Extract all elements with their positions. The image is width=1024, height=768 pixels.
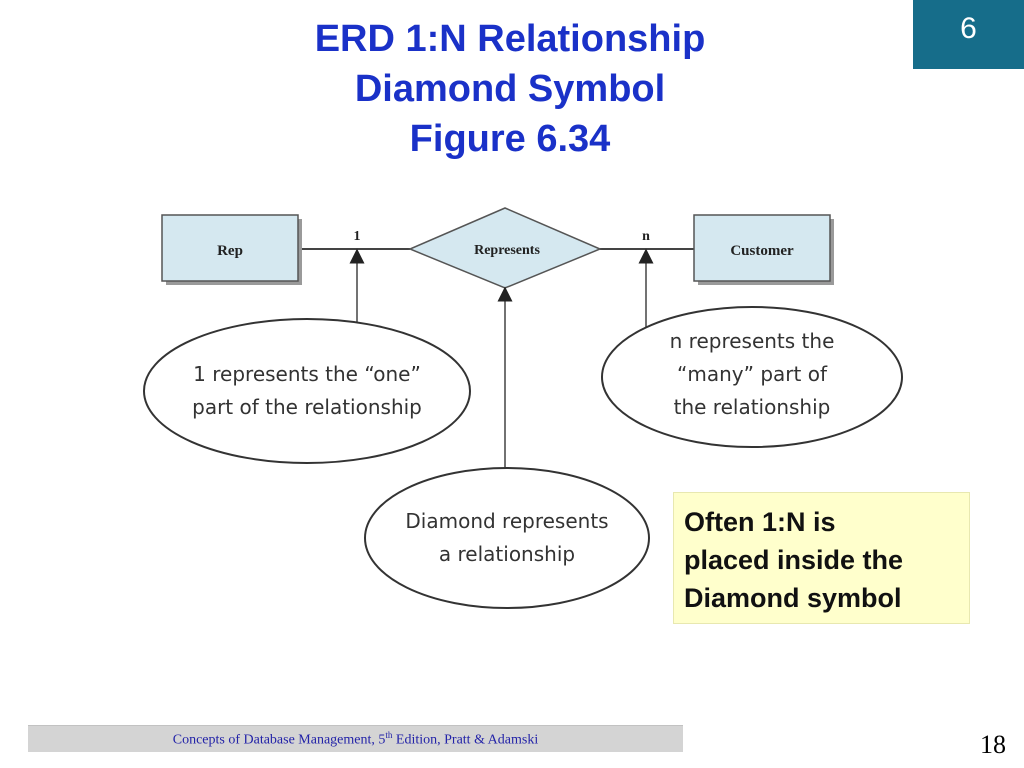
entity-customer-label: Customer <box>730 243 794 259</box>
footer-bar: Concepts of Database Management, 5th Edi… <box>28 725 683 752</box>
note-one-ellipse <box>143 318 471 464</box>
note-many-line-3: the relationship <box>674 395 831 419</box>
entity-rep-box <box>161 214 299 282</box>
note-one-line-1: 1 represents the “one” <box>193 362 421 386</box>
note-one-line-2: part of the relationship <box>192 395 422 419</box>
callout-line-1: Often 1:N is <box>684 507 836 537</box>
cardinality-one: 1 <box>354 229 361 244</box>
footer-text-rest: Edition, Pratt & Adamski <box>392 732 539 748</box>
footer-text-main: Concepts of Database Management, 5 <box>172 732 386 748</box>
slide-title: ERD 1:N Relationship Diamond Symbol Figu… <box>200 14 820 164</box>
footer-superscript: th <box>385 729 393 740</box>
callout-box: Often 1:N is placed inside the Diamond s… <box>673 492 970 624</box>
chapter-badge: 6 <box>913 0 1024 69</box>
entity-customer-box <box>693 214 831 282</box>
note-diamond-line-1: Diamond represents <box>405 509 608 533</box>
footer-text: Concepts of Database Management, 5th Edi… <box>173 730 539 749</box>
callout-line-3: Diamond symbol <box>684 583 902 613</box>
cardinality-many: n <box>642 229 650 244</box>
chapter-number: 6 <box>960 12 977 45</box>
note-many-ellipse <box>601 306 903 448</box>
title-line-2: Diamond Symbol <box>354 68 666 110</box>
entity-rep-label: Rep <box>217 243 243 259</box>
relationship-label: Represents <box>474 243 540 258</box>
note-diamond-line-2: a relationship <box>439 542 575 566</box>
note-diamond-ellipse <box>364 467 650 609</box>
note-many-line-2: “many” part of <box>677 362 828 386</box>
title-line-3: Figure 6.34 <box>409 118 611 160</box>
title-line-1: ERD 1:N Relationship <box>314 18 706 60</box>
note-many-line-1: n represents the <box>670 329 835 353</box>
page-number: 18 <box>980 730 1006 759</box>
callout-line-2: placed inside the <box>684 545 904 575</box>
